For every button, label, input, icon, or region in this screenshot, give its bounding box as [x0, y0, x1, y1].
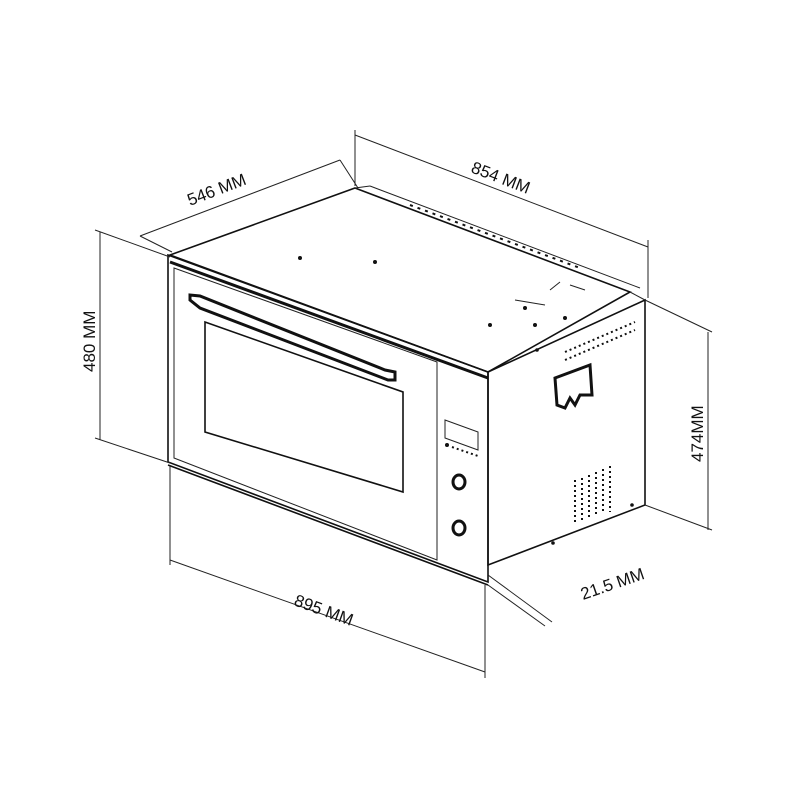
dim-height-front-label: 480 MM: [80, 311, 99, 372]
dim-width-body-label: 854 MM: [469, 158, 533, 198]
oven-right-side: [487, 291, 646, 567]
control-panel: [436, 362, 479, 560]
oven-front: [167, 253, 489, 586]
oven-window: [204, 320, 404, 494]
door-handle: [188, 293, 397, 382]
control-knob-icon: [451, 473, 467, 491]
dimension-lines: [94, 130, 713, 678]
oven-top-surface: [167, 185, 641, 373]
dim-depth-label: 546 MM: [185, 170, 249, 210]
dim-height-body-label: 474MM: [688, 405, 707, 462]
dim-width-front-label: 895 MM: [292, 591, 356, 630]
control-knob-icon: [451, 519, 467, 537]
display-screen: [444, 419, 479, 451]
dim-thickness-label: 21.5 MM: [578, 564, 647, 603]
